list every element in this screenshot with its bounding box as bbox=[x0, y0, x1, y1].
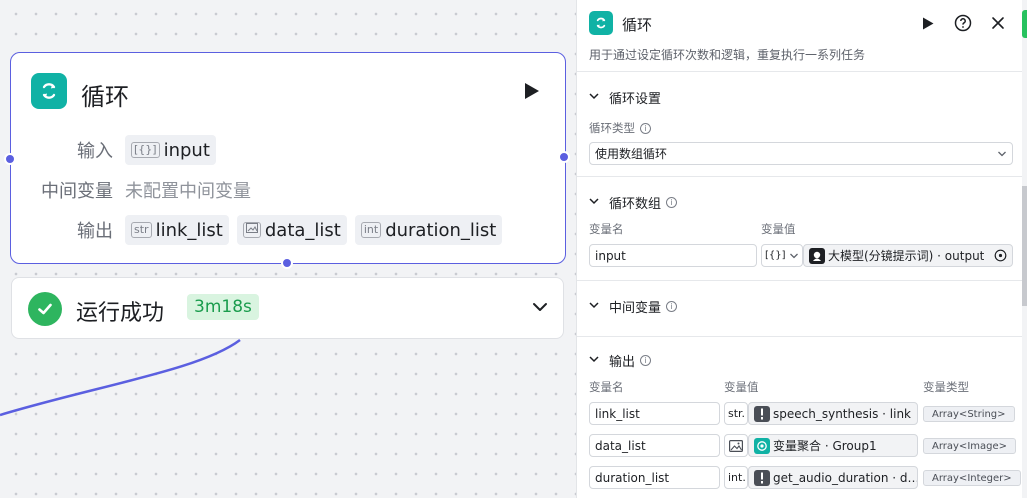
run-node-button[interactable] bbox=[519, 79, 543, 103]
panel-title: 循环 bbox=[622, 16, 653, 34]
var-type-badge: Array<Integer> bbox=[923, 470, 1021, 486]
loop-icon bbox=[589, 11, 613, 35]
output-name: data_list bbox=[264, 219, 341, 241]
string-type-icon: str bbox=[131, 222, 152, 238]
loop-array-section: 循环数组 i 变量名 变量值 input [{}] 大模型(分镜提示词) · o… bbox=[577, 177, 1022, 281]
output-port[interactable] bbox=[558, 151, 570, 163]
var-type-badge: Array<String> bbox=[923, 406, 1015, 422]
input-chip: [{}] input bbox=[125, 135, 216, 165]
output-chip: str link_list bbox=[125, 215, 229, 245]
var-type-select[interactable]: [{}] bbox=[761, 244, 803, 267]
scrollbar[interactable] bbox=[1022, 186, 1027, 306]
bottom-port[interactable] bbox=[281, 257, 293, 269]
info-icon[interactable]: i bbox=[640, 355, 652, 366]
loop-icon bbox=[31, 73, 67, 109]
ref-value: 大模型(分镜提示词) · output bbox=[828, 249, 985, 263]
mid-value: 未配置中间变量 bbox=[125, 181, 251, 202]
output-name-input[interactable]: data_list bbox=[589, 434, 720, 457]
target-icon[interactable] bbox=[994, 249, 1007, 262]
info-icon[interactable]: i bbox=[666, 197, 678, 208]
loop-type-value: 使用数组循环 bbox=[595, 147, 668, 161]
var-type-badge: Array<Image> bbox=[923, 438, 1017, 454]
output-name: link_list bbox=[155, 219, 223, 241]
array-object-icon: [{}] bbox=[765, 250, 786, 261]
variable-merge-icon bbox=[754, 437, 770, 454]
integer-type-icon[interactable]: int. bbox=[724, 466, 748, 489]
node-title: 循环 bbox=[81, 83, 129, 111]
section-title: 循环设置 bbox=[609, 92, 662, 107]
play-icon[interactable] bbox=[917, 12, 939, 34]
close-icon[interactable] bbox=[987, 12, 1009, 34]
loop-var-ref[interactable]: 大模型(分镜提示词) · output bbox=[803, 244, 1013, 267]
section-title: 输出 bbox=[609, 355, 636, 370]
node-input-row: 输入 [{}] input bbox=[21, 135, 224, 165]
input-port[interactable] bbox=[4, 153, 16, 165]
output-ref[interactable]: 变量聚合 · Group1 bbox=[748, 434, 918, 457]
chevron-down-icon[interactable] bbox=[589, 353, 599, 368]
col-var-type: 变量类型 bbox=[923, 380, 969, 394]
help-icon[interactable] bbox=[952, 12, 974, 34]
section-title: 循环数组 bbox=[609, 197, 662, 212]
chevron-down-icon[interactable] bbox=[531, 298, 549, 320]
chevron-down-icon bbox=[790, 253, 798, 258]
check-icon bbox=[28, 292, 62, 326]
output-name-input[interactable]: link_list bbox=[589, 402, 720, 425]
info-icon[interactable]: i bbox=[640, 122, 651, 134]
col-var-name: 变量名 bbox=[589, 380, 624, 394]
plugin-icon bbox=[754, 405, 770, 422]
outputs-section: 输出 i 变量名 变量值 变量类型 link_list str. speech_… bbox=[577, 337, 1022, 498]
info-icon[interactable]: i bbox=[666, 301, 678, 312]
output-chip: data_list bbox=[236, 215, 347, 245]
col-var-value: 变量值 bbox=[724, 380, 759, 394]
loop-node[interactable]: 循环 输入 [{}] input 中间变量 未配置中间变量 输出 str lin… bbox=[10, 52, 566, 264]
green-tab[interactable] bbox=[1022, 10, 1027, 38]
run-time-badge: 3m18s bbox=[187, 294, 259, 320]
string-type-icon[interactable]: str. bbox=[724, 402, 748, 425]
output-ref[interactable]: speech_synthesis · link bbox=[748, 402, 918, 425]
output-name-input[interactable]: duration_list bbox=[589, 466, 720, 489]
input-label: 输入 bbox=[77, 141, 113, 162]
plugin-icon bbox=[754, 469, 770, 486]
outputs-header[interactable]: 输出 i bbox=[589, 351, 652, 370]
status-label: 运行成功 bbox=[76, 301, 165, 326]
mid-vars-header[interactable]: 中间变量 i bbox=[589, 297, 678, 316]
run-status-card[interactable]: 运行成功 3m18s bbox=[11, 277, 564, 339]
section-title: 中间变量 bbox=[609, 301, 662, 316]
node-mid-row: 中间变量 未配置中间变量 bbox=[21, 177, 251, 203]
output-name: duration_list bbox=[385, 219, 497, 241]
integer-type-icon: int bbox=[360, 222, 382, 238]
loop-type-select[interactable]: 使用数组循环 bbox=[589, 142, 1013, 165]
llm-icon bbox=[809, 247, 825, 264]
ref-value: speech_synthesis · link bbox=[773, 406, 911, 421]
col-var-value: 变量值 bbox=[761, 222, 796, 236]
chevron-down-icon[interactable] bbox=[589, 195, 599, 210]
chevron-down-icon bbox=[998, 151, 1006, 156]
image-type-icon bbox=[242, 222, 261, 238]
output-ref[interactable]: get_audio_duration · d… bbox=[748, 466, 918, 489]
panel-description: 用于通过设定循环次数和逻辑，重复执行一系列任务 bbox=[589, 48, 866, 62]
mid-label: 中间变量 bbox=[41, 181, 113, 202]
loop-settings-header[interactable]: 循环设置 bbox=[589, 88, 661, 107]
ref-value: get_audio_duration · d… bbox=[773, 470, 918, 485]
node-output-row: 输出 str link_list data_list int duration_… bbox=[21, 215, 510, 245]
chevron-down-icon[interactable] bbox=[589, 299, 599, 314]
output-chip: int duration_list bbox=[354, 215, 503, 245]
image-type-icon[interactable] bbox=[724, 434, 748, 457]
input-var-name: input bbox=[163, 139, 210, 161]
connection-edge bbox=[0, 338, 241, 417]
col-var-name: 变量名 bbox=[589, 222, 624, 236]
array-object-icon: [{}] bbox=[131, 142, 160, 158]
loop-var-name-input[interactable]: input bbox=[589, 244, 757, 267]
output-label: 输出 bbox=[77, 221, 113, 242]
mid-vars-section: 中间变量 i bbox=[577, 281, 1022, 337]
loop-array-header[interactable]: 循环数组 i bbox=[589, 193, 678, 212]
chevron-down-icon[interactable] bbox=[589, 90, 599, 105]
panel-header: 循环 用于通过设定循环次数和逻辑，重复执行一系列任务 bbox=[577, 0, 1022, 72]
ref-value: 变量聚合 · Group1 bbox=[773, 439, 877, 453]
